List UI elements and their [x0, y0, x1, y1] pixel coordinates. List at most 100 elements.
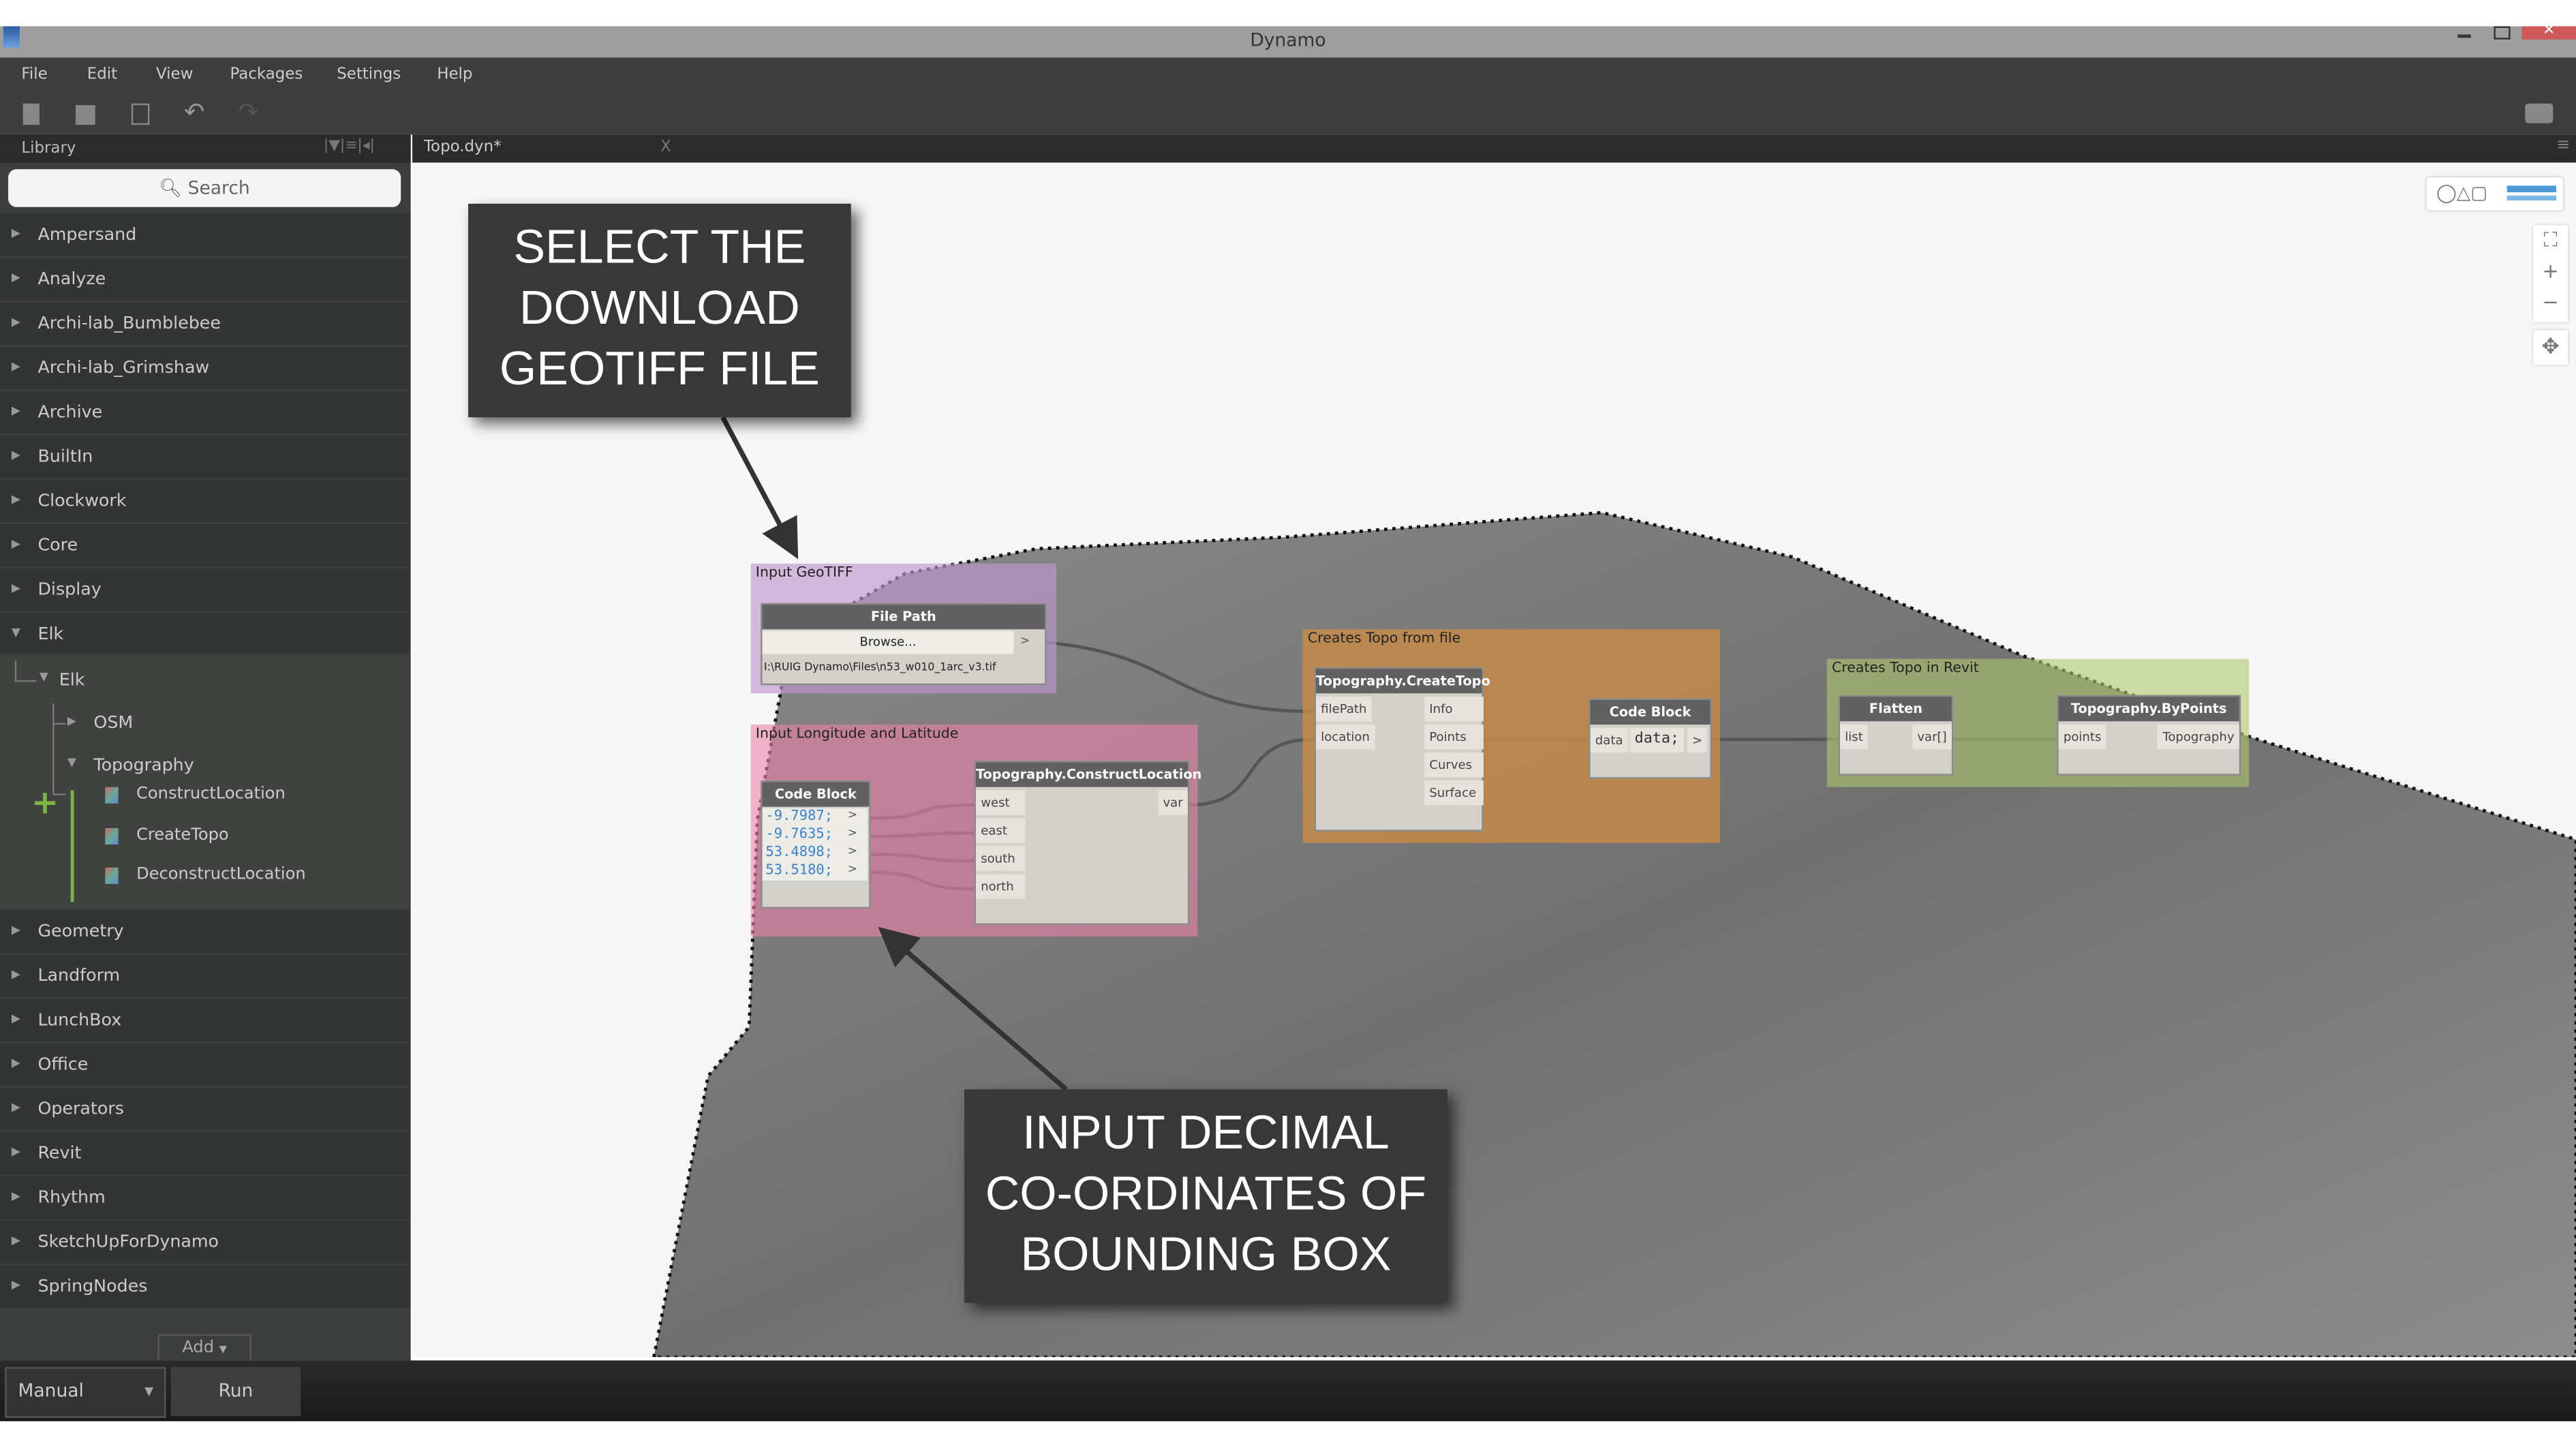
zoom-in-icon[interactable]: +: [2542, 259, 2559, 283]
library-category-sketchupfordynamo[interactable]: ▶SketchUpForDynamo: [0, 1221, 410, 1266]
new-file-icon[interactable]: [22, 103, 40, 125]
library-category-analyze[interactable]: ▶Analyze: [0, 258, 410, 303]
library-category-office[interactable]: ▶Office: [0, 1043, 410, 1088]
group-input-lonlat[interactable]: Input Longitude and Latitude Code Block …: [750, 724, 1201, 937]
library-category-ampersand[interactable]: ▶Ampersand: [0, 213, 410, 258]
tab-topo[interactable]: Topo.dyn*: [423, 138, 502, 157]
geometry-view-icon[interactable]: ◯△▢: [2436, 182, 2488, 204]
code-line[interactable]: -9.7635;>: [762, 826, 868, 846]
library-category-lunchbox[interactable]: ▶LunchBox: [0, 998, 410, 1043]
camera-icon[interactable]: [2525, 103, 2554, 123]
expand-arrow-icon[interactable]: ▼: [67, 755, 76, 769]
code-line[interactable]: 53.5180;>: [762, 862, 868, 883]
group-input-geotiff[interactable]: Input GeoTIFF File Path Browse... > I:\R…: [750, 563, 1057, 694]
expand-arrow-icon[interactable]: ▶: [67, 714, 76, 728]
lib-item-createtopo[interactable]: CreateTopo: [136, 826, 229, 845]
library-category-springnodes[interactable]: ▶SpringNodes: [0, 1265, 410, 1310]
tree-elk[interactable]: Elk: [59, 670, 85, 690]
output-port-surface[interactable]: Surface: [1424, 780, 1484, 806]
library-category-display[interactable]: ▶Display: [0, 568, 410, 613]
library-category-landform[interactable]: ▶Landform: [0, 954, 410, 999]
node-file-path[interactable]: File Path Browse... > I:\RUIG Dynamo\Fil…: [761, 603, 1047, 686]
library-view-icons[interactable]: |▼|≡|◂|: [323, 138, 375, 155]
expand-arrow-icon: ▶: [11, 315, 20, 329]
code-line[interactable]: -9.7987;>: [762, 808, 868, 828]
run-button[interactable]: Run: [170, 1367, 301, 1417]
output-port[interactable]: >: [847, 808, 858, 822]
graph-view-icon[interactable]: [2506, 185, 2557, 201]
input-port-north[interactable]: north: [975, 874, 1026, 899]
minimize-button[interactable]: [2457, 34, 2471, 38]
lib-item-deconstructlocation[interactable]: DeconstructLocation: [136, 866, 306, 884]
input-port-south[interactable]: south: [975, 846, 1026, 871]
library-category-archi-lab-grimshaw[interactable]: ▶Archi-lab_Grimshaw: [0, 346, 410, 391]
library-category-archive[interactable]: ▶Archive: [0, 391, 410, 436]
node-flatten[interactable]: Flatten list var[]: [1838, 695, 1954, 776]
zoom-fit-icon[interactable]: ⛶: [2543, 228, 2558, 251]
add-button[interactable]: Add ▼: [157, 1334, 251, 1364]
menu-packages[interactable]: Packages: [230, 65, 303, 84]
menu-view[interactable]: View: [156, 65, 194, 84]
tab-close-button[interactable]: X: [660, 138, 671, 157]
open-file-icon[interactable]: [75, 105, 95, 125]
node-create-topo[interactable]: Topography.CreateTopo filePath location …: [1314, 667, 1490, 832]
input-port-filepath[interactable]: filePath: [1315, 697, 1372, 722]
output-port-var[interactable]: var[]: [1912, 724, 1952, 750]
expand-arrow-icon[interactable]: ▼: [39, 670, 48, 684]
output-port-topography[interactable]: Topography: [2158, 724, 2239, 750]
input-port-location[interactable]: location: [1315, 724, 1375, 750]
zoom-out-icon[interactable]: −: [2542, 290, 2559, 314]
output-port[interactable]: >: [847, 862, 858, 876]
tree-topography[interactable]: Topography: [93, 755, 194, 776]
input-port-west[interactable]: west: [975, 790, 1026, 815]
menu-file[interactable]: File: [21, 65, 48, 84]
library-category-archi-lab-bumblebee[interactable]: ▶Archi-lab_Bumblebee: [0, 302, 410, 347]
node-code-block-data[interactable]: Code Block data data; >: [1589, 698, 1712, 779]
search-input[interactable]: 🔍︎ Search: [8, 169, 401, 207]
save-icon[interactable]: [131, 103, 150, 125]
input-port-list[interactable]: list: [1839, 724, 1869, 750]
output-port[interactable]: >: [847, 844, 858, 858]
menu-help[interactable]: Help: [437, 65, 473, 84]
menu-edit[interactable]: Edit: [87, 65, 118, 84]
library-category-builtin[interactable]: ▶BuiltIn: [0, 435, 410, 480]
maximize-button[interactable]: [2494, 26, 2511, 40]
library-category-rhythm[interactable]: ▶Rhythm: [0, 1176, 410, 1221]
input-port-data[interactable]: data: [1590, 727, 1628, 753]
output-port-var[interactable]: var: [1158, 790, 1188, 815]
menu-settings[interactable]: Settings: [337, 65, 401, 84]
node-topography-bypoints[interactable]: Topography.ByPoints points Topography: [2057, 695, 2241, 776]
library-category-core[interactable]: ▶Core: [0, 524, 410, 569]
run-mode-dropdown[interactable]: Manual ▼: [5, 1367, 166, 1418]
output-port[interactable]: >: [1020, 634, 1030, 647]
category-label: Display: [37, 579, 102, 600]
lib-item-constructlocation[interactable]: ConstructLocation: [136, 785, 286, 804]
output-port-curves[interactable]: Curves: [1424, 752, 1484, 778]
code-line[interactable]: 53.4898;>: [762, 844, 868, 865]
library-category-elk[interactable]: ▼Elk: [0, 613, 410, 658]
code-text[interactable]: data;: [1629, 727, 1685, 753]
redo-icon[interactable]: ↷: [238, 97, 259, 127]
library-category-geometry[interactable]: ▶Geometry: [0, 910, 410, 955]
browse-button[interactable]: Browse...: [762, 630, 1014, 654]
input-port-east[interactable]: east: [975, 818, 1026, 843]
pan-icon[interactable]: ✥: [2533, 330, 2568, 365]
group-creates-topo-in-revit[interactable]: Creates Topo in Revit Flatten list var[]…: [1826, 658, 2250, 787]
output-port[interactable]: >: [847, 826, 858, 840]
category-label: Rhythm: [37, 1187, 106, 1208]
library-category-revit[interactable]: ▶Revit: [0, 1131, 410, 1177]
close-button[interactable]: ✕: [2521, 24, 2576, 40]
undo-icon[interactable]: ↶: [183, 97, 205, 127]
node-code-block-coordinates[interactable]: Code Block -9.7987;>-9.7635;>53.4898;>53…: [761, 780, 871, 909]
library-category-operators[interactable]: ▶Operators: [0, 1087, 410, 1132]
output-port-info[interactable]: Info: [1424, 697, 1484, 722]
hamburger-menu-icon[interactable]: ≡: [2556, 136, 2571, 155]
output-port-points[interactable]: Points: [1424, 724, 1484, 750]
group-creates-topo-from-file[interactable]: Creates Topo from file Topography.Create…: [1302, 629, 1721, 843]
graph-canvas[interactable]: Input GeoTIFF File Path Browse... > I:\R…: [412, 162, 2576, 1358]
input-port-points[interactable]: points: [2058, 724, 2106, 750]
library-category-clockwork[interactable]: ▶Clockwork: [0, 479, 410, 525]
tree-osm[interactable]: OSM: [93, 713, 134, 733]
output-port[interactable]: >: [1687, 727, 1708, 753]
